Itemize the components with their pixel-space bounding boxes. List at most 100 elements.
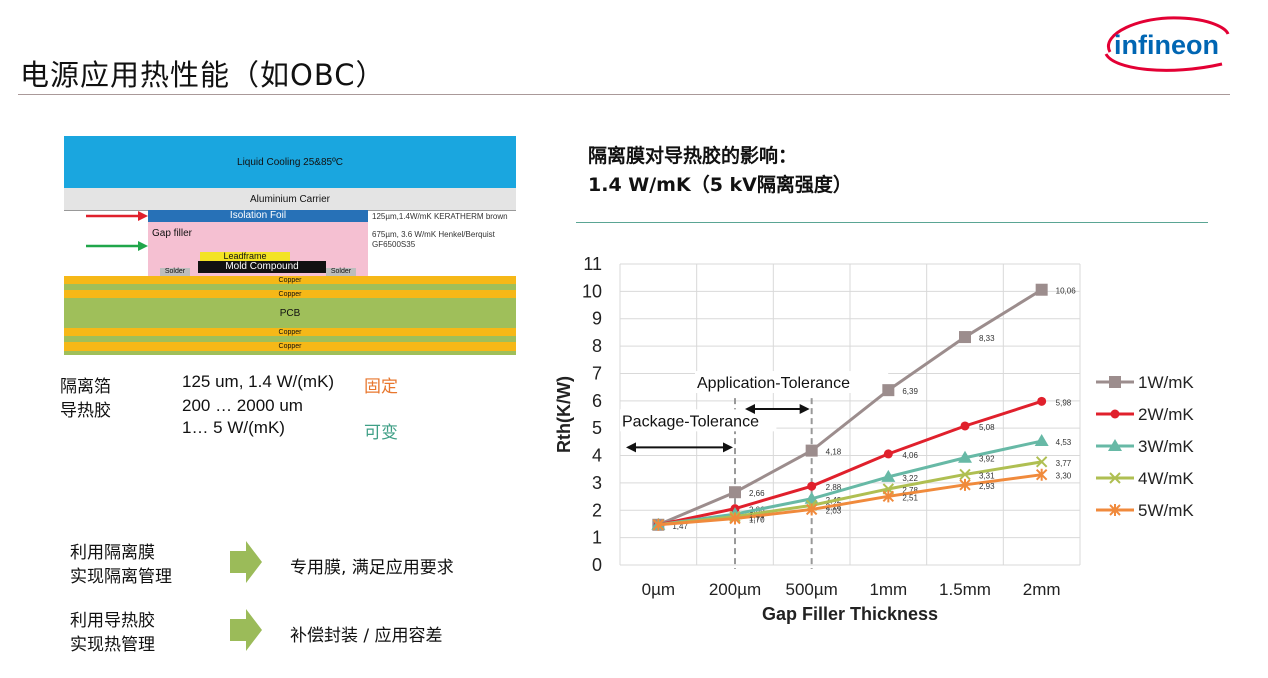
- data-point: [959, 468, 971, 481]
- legend-label: 2W/mK: [1138, 405, 1194, 424]
- legend-label: 5W/mK: [1138, 501, 1194, 520]
- foil-arrow-icon: [86, 211, 148, 221]
- data-label: 3,22: [902, 474, 918, 483]
- legend-label: 1W/mK: [1138, 373, 1194, 392]
- copper-label-4: Copper: [278, 343, 302, 350]
- gap-filler-label: Gap filler: [152, 228, 193, 239]
- data-label: 3,30: [1056, 472, 1072, 481]
- series-line: [658, 473, 1042, 527]
- data-label: 5,08: [979, 423, 995, 432]
- data-label: 1,77: [749, 514, 765, 523]
- row1-label-1: 利用隔离膜: [70, 543, 155, 563]
- data-label: 5,98: [1056, 398, 1072, 407]
- legend-label: 4W/mK: [1138, 469, 1194, 488]
- y-tick-label: 4: [592, 446, 602, 466]
- x-tick-label: 0µm: [642, 580, 675, 599]
- spec-label-gap: 导热胶: [60, 401, 111, 420]
- data-label: 10,06: [1056, 287, 1077, 296]
- gap-filler-arrow-icon: [86, 241, 148, 251]
- copper-label-3: Copper: [278, 328, 302, 336]
- tolerance-arrowhead: [723, 442, 733, 453]
- y-tick-label: 1: [592, 528, 602, 548]
- mold-compound-layer: Mold Compound: [198, 261, 326, 273]
- aluminium-carrier-label: Aluminium Carrier: [249, 193, 330, 205]
- x-tick-label: 2mm: [1023, 580, 1061, 599]
- tolerance-arrowhead: [745, 404, 755, 415]
- data-point: [1035, 468, 1048, 481]
- y-tick-label: 10: [582, 281, 602, 301]
- x-tick-label: 500µm: [786, 580, 838, 599]
- pcb-layer-c: [64, 351, 516, 355]
- chart-heading-line-2: 1.4 W/mK（5 kV隔离强度）: [588, 174, 852, 196]
- tag-fixed: 固定: [364, 377, 398, 396]
- row2-label-2: 实现热管理: [70, 635, 155, 655]
- data-point: [1037, 396, 1047, 406]
- series-line: [658, 460, 1042, 527]
- chevron-arrow-icon: [230, 609, 262, 651]
- data-point: [1035, 456, 1048, 468]
- mold-compound-label: Mold Compound: [225, 261, 299, 272]
- data-label: 1,47: [672, 522, 688, 531]
- gap-filler-note-2: GF6500S35: [372, 240, 416, 249]
- data-point: [959, 478, 971, 491]
- y-tick-label: 5: [592, 418, 602, 438]
- pcb-layer-b: [64, 336, 516, 342]
- data-label: 4,18: [826, 448, 842, 457]
- x-tick-label: 200µm: [709, 580, 761, 599]
- y-tick-label: 2: [592, 500, 602, 520]
- stack-pointer-arrows: [86, 211, 148, 251]
- y-tick-label: 7: [592, 363, 602, 383]
- annotation-label: Package-Tolerance: [622, 413, 759, 430]
- x-tick-label: 1mm: [869, 580, 907, 599]
- data-label: 1,70: [749, 515, 765, 524]
- data-point: [729, 512, 741, 525]
- pcb-label: PCB: [279, 307, 301, 319]
- liquid-cooling-label: Liquid Cooling 25&85ºC: [237, 156, 343, 168]
- row2-text: 补偿封装 / 应用容差: [290, 626, 443, 646]
- leadframe-label: Leadframe: [223, 251, 267, 261]
- y-axis-title: Rth(K/W): [554, 376, 574, 453]
- solder-left: Solder: [160, 268, 190, 276]
- data-point: [959, 331, 971, 344]
- data-point: [1109, 376, 1121, 388]
- data-label: 2,51: [902, 493, 918, 502]
- data-label: 2,78: [902, 486, 918, 495]
- solder-right: Solder: [326, 268, 356, 276]
- data-point: [1109, 472, 1121, 484]
- copper-layer-1: Copper: [64, 276, 516, 284]
- tolerance-arrowhead: [626, 442, 636, 453]
- data-point: [1034, 434, 1049, 447]
- data-point: [881, 469, 896, 482]
- tag-variable: 可变: [364, 423, 398, 442]
- series-line: [658, 439, 1042, 527]
- data-label: 2,88: [826, 483, 842, 492]
- series-3: 1,862,423,223,924,53: [651, 434, 1072, 530]
- row1-text: 专用膜, 满足应用要求: [290, 558, 454, 578]
- legend-label: 3W/mK: [1138, 437, 1194, 456]
- row2-label-1: 利用导热胶: [70, 611, 155, 631]
- data-label: 2,66: [749, 489, 765, 498]
- data-point: [882, 384, 895, 397]
- gap-filler-note-1: 675µm, 3.6 W/mK Henkel/Berquist: [372, 230, 495, 239]
- copper-layer-3: Copper: [64, 328, 516, 336]
- y-tick-label: 3: [592, 473, 602, 493]
- data-point: [883, 449, 893, 459]
- solder-label-left: Solder: [164, 268, 186, 275]
- spec-value-thickness: 200 … 2000 um: [182, 396, 303, 415]
- spec-value-foil: 125 um, 1.4 W/(mK): [182, 372, 335, 391]
- annotation-bg: [695, 371, 889, 394]
- tolerance-arrowhead: [799, 404, 810, 415]
- isolation-foil-layer: Isolation Foil: [148, 210, 368, 222]
- chevron-arrow-icon: [230, 541, 262, 583]
- data-point: [805, 503, 818, 516]
- spec-label-foil: 隔离箔: [60, 377, 111, 396]
- copper-layer-2: Copper: [64, 290, 516, 298]
- y-tick-label: 8: [592, 336, 602, 356]
- pcb-layer: PCB: [64, 298, 516, 328]
- data-point: [960, 421, 970, 431]
- data-point: [729, 486, 741, 499]
- foil-note: 125µm,1.4W/mK KERATHERM brown: [372, 212, 508, 221]
- series-line: [658, 399, 1043, 527]
